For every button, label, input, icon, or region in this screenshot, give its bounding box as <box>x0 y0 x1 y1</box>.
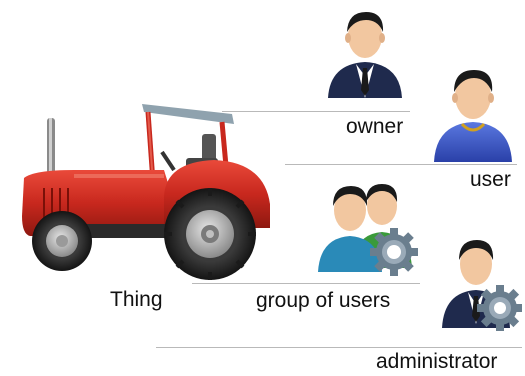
user-icon <box>432 64 514 162</box>
tractor-icon <box>14 96 276 286</box>
administrator-label: administrator <box>376 351 497 372</box>
owner-label: owner <box>346 116 403 137</box>
thing-label: Thing <box>110 289 163 310</box>
group-of-users-label: group of users <box>256 290 390 311</box>
user-connector-line <box>285 164 517 165</box>
administrator-connector-line <box>156 347 522 348</box>
businessman-icon <box>326 6 404 98</box>
user-label: user <box>470 169 511 190</box>
user-group-gear-icon <box>316 178 420 278</box>
admin-gear-icon <box>440 232 522 332</box>
